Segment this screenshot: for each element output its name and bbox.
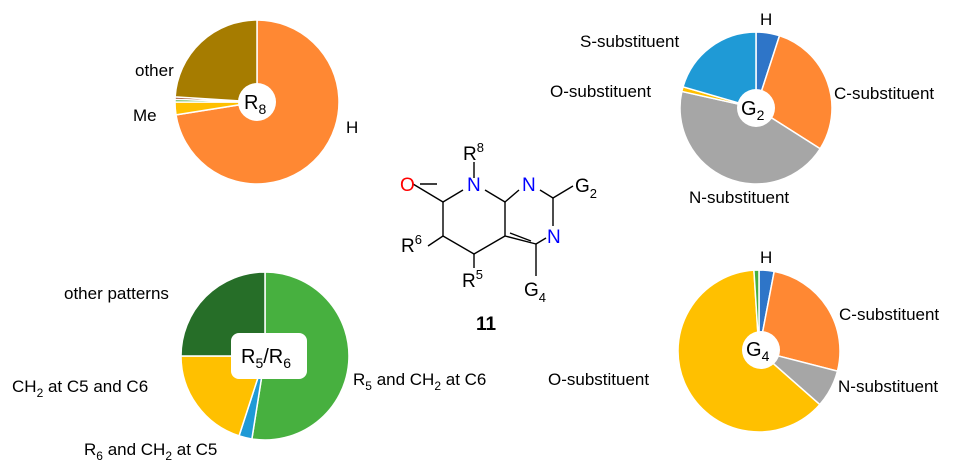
label-h: H bbox=[760, 248, 772, 267]
pie-g2-labels: H S-substituent O-substituent C-substitu… bbox=[550, 10, 934, 207]
center-label: R5/R6 bbox=[241, 346, 291, 371]
bond bbox=[412, 183, 444, 203]
pie-r8-center: R8 bbox=[238, 83, 276, 121]
bond bbox=[535, 237, 547, 245]
pie-g2 bbox=[679, 31, 833, 185]
label-s-substituent: S-substituent bbox=[580, 32, 679, 51]
bond bbox=[504, 189, 520, 203]
center-label: G4 bbox=[746, 339, 770, 364]
chemical-structure: O N N N R8 G2 R6 R5 G4 11 bbox=[400, 140, 597, 335]
bond bbox=[539, 189, 554, 199]
pie-r8-labels: other Me H bbox=[133, 61, 358, 137]
center-label: R8 bbox=[244, 92, 266, 117]
label-n-substituent: N-substituent bbox=[838, 377, 938, 396]
label-n-substituent: N-substituent bbox=[689, 188, 789, 207]
label-r6-ch2-c5: R6 and CH2 at C5 bbox=[84, 440, 217, 463]
atom-oxygen: O bbox=[400, 175, 415, 196]
bond bbox=[504, 235, 537, 245]
pie-r5r6-center: R5/R6 bbox=[231, 333, 307, 379]
pie-g4-labels: H C-substituent O-substituent N-substitu… bbox=[548, 248, 939, 396]
pie-slice-s-substituent bbox=[682, 31, 757, 109]
substituent-r5: R5 bbox=[462, 267, 483, 292]
bond bbox=[484, 189, 506, 203]
pie-r5r6-labels: other patterns CH2 at C5 and C6 R5 and C… bbox=[12, 284, 486, 463]
label-h: H bbox=[760, 10, 772, 29]
pie-slice-c-substituent bbox=[755, 34, 833, 150]
bond bbox=[509, 232, 532, 242]
center-disc bbox=[742, 331, 780, 369]
pie-g2-center: G2 bbox=[737, 89, 775, 127]
center-box bbox=[231, 333, 307, 379]
label-ch2-c5-c6: CH2 at C5 and C6 bbox=[12, 377, 148, 400]
substituent-g4: G4 bbox=[524, 280, 546, 305]
pie-g4-center: G4 bbox=[742, 331, 780, 369]
bond bbox=[442, 189, 464, 203]
label-other-patterns: other patterns bbox=[64, 284, 169, 303]
center-disc bbox=[238, 83, 276, 121]
label-h: H bbox=[346, 118, 358, 137]
compound-number: 11 bbox=[476, 314, 497, 335]
substituent-g2: G2 bbox=[575, 176, 597, 201]
label-o-substituent: O-substituent bbox=[550, 82, 651, 101]
atom-nitrogen: N bbox=[522, 175, 536, 196]
label-c-substituent: C-substituent bbox=[834, 84, 934, 103]
pie-slice-n-substituent bbox=[679, 90, 822, 185]
substituent-r6: R6 bbox=[401, 232, 422, 257]
label-o-substituent: O-substituent bbox=[548, 370, 649, 389]
bond bbox=[552, 185, 574, 199]
center-disc bbox=[737, 89, 775, 127]
substituent-r8: R8 bbox=[463, 140, 484, 165]
bond bbox=[473, 235, 506, 255]
label-r5-ch2-c6: R5 and CH2 at C6 bbox=[353, 370, 486, 393]
label-me: Me bbox=[133, 106, 157, 125]
bond bbox=[442, 235, 475, 255]
pie-slice-other bbox=[174, 19, 258, 103]
atom-nitrogen: N bbox=[547, 227, 561, 248]
atom-nitrogen: N bbox=[467, 175, 481, 196]
bond bbox=[427, 235, 444, 247]
label-other: other bbox=[135, 61, 174, 80]
center-label: G2 bbox=[741, 98, 765, 123]
pie-slice-minor bbox=[753, 269, 760, 352]
label-c-substituent: C-substituent bbox=[839, 305, 939, 324]
